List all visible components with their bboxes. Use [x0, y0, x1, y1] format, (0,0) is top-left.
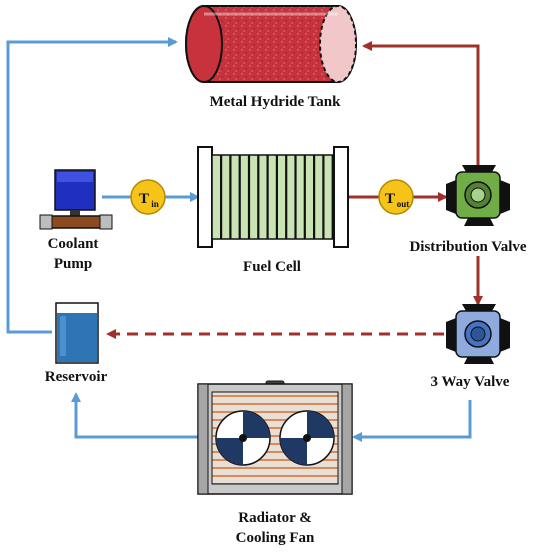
reservoir-tank — [55, 302, 99, 364]
fuel-cell-plate-divider — [275, 155, 278, 239]
fuel-cell-plate-divider — [313, 155, 316, 239]
fuel-cell-plate-divider — [238, 155, 241, 239]
tank-label: Metal Hydride Tank — [210, 94, 342, 110]
coolant-line-reservoir-to-tank — [6, 37, 178, 334]
radiator-label-line1: Radiator & — [238, 510, 311, 526]
coolant-line-valve-to-tank — [362, 41, 480, 165]
cooling-fan-left — [215, 410, 271, 466]
reservoir-label: Reservoir — [45, 369, 108, 385]
fuel-cell-plate-divider — [257, 155, 260, 239]
three-way-valve-label: 3 Way Valve — [431, 374, 510, 390]
fuel-cell-label: Fuel Cell — [243, 259, 301, 275]
t-out-subscript: out — [397, 199, 410, 209]
three-way-valve — [446, 304, 510, 364]
t-in-subscript: in — [151, 199, 159, 209]
fuel-cell-stack — [197, 146, 349, 248]
coolant-pump — [39, 169, 113, 230]
metal-hydride-tank — [185, 5, 357, 83]
distribution-valve — [446, 165, 510, 226]
fuel-cell-plate-divider — [285, 155, 288, 239]
fuel-cell-plate-divider — [331, 155, 334, 239]
t-in-symbol: T — [139, 191, 149, 207]
fuel-cell-plate-divider — [322, 155, 325, 239]
pump-label-line2: Pump — [54, 256, 92, 272]
distribution-valve-label: Distribution Valve — [409, 239, 526, 255]
radiator-label-line2: Cooling Fan — [236, 530, 315, 546]
fuel-cell-plate-divider — [294, 155, 297, 239]
fuel-cell-plate-divider — [303, 155, 306, 239]
cooling-fan-right — [279, 410, 335, 466]
fuel-cell-plate-divider — [266, 155, 269, 239]
pump-label-line1: Coolant — [48, 236, 99, 252]
fuel-cell-plate-divider — [229, 155, 232, 239]
fuel-cell-plate-divider — [247, 155, 251, 239]
t-in-sensor: T in — [130, 179, 166, 215]
fuel-cell-plates — [220, 155, 334, 239]
t-out-sensor: T out — [378, 179, 414, 215]
fuel-cell-plate-divider — [220, 155, 223, 239]
coolant-line-three-way-to-radiator — [352, 400, 472, 442]
coolant-line-radiator-to-reservoir — [71, 392, 198, 439]
t-out-symbol: T — [385, 191, 395, 207]
